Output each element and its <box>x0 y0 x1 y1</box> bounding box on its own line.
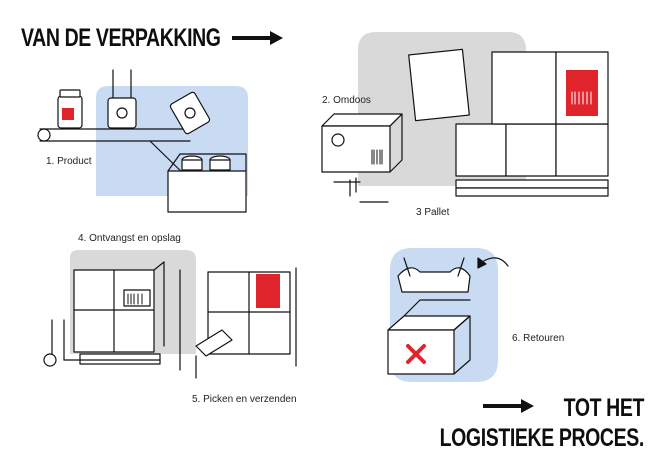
cross-icon <box>406 344 426 364</box>
storage-rack <box>73 261 165 353</box>
return-box <box>387 257 471 375</box>
title-bottom-line-2: LOGISTIEKE PROCES. <box>439 424 645 452</box>
product-jar <box>57 89 83 129</box>
step-label-ontvangst-opslag: 4. Ontvangst en opslag <box>78 233 181 244</box>
step-label-omdoos: 2. Omdoos <box>322 95 371 106</box>
step-label-retouren: 6. Retouren <box>512 333 565 344</box>
product-jar-tilted <box>169 91 211 135</box>
barcode-icon <box>371 149 383 165</box>
barcode-icon <box>571 91 592 105</box>
picking-shelf <box>179 267 297 379</box>
step-label-pallet: 3 Pallet <box>416 207 450 218</box>
box-with-jars <box>167 153 247 213</box>
title-bottom-line-1: TOT HET <box>563 394 645 422</box>
return-arrow-icon <box>477 257 509 269</box>
arrow-right-icon <box>483 399 534 413</box>
step-label-picken-verzenden: 5. Picken en verzenden <box>192 394 297 405</box>
shipping-box <box>321 113 403 197</box>
barcode-icon <box>127 293 143 305</box>
pallet-stack <box>359 48 609 203</box>
step-label-product: 1. Product <box>46 156 92 167</box>
arrow-right-icon <box>232 31 283 45</box>
product-jar-filling <box>107 69 137 129</box>
forklift <box>43 319 161 367</box>
title-top: VAN DE VERPAKKING <box>21 24 221 52</box>
